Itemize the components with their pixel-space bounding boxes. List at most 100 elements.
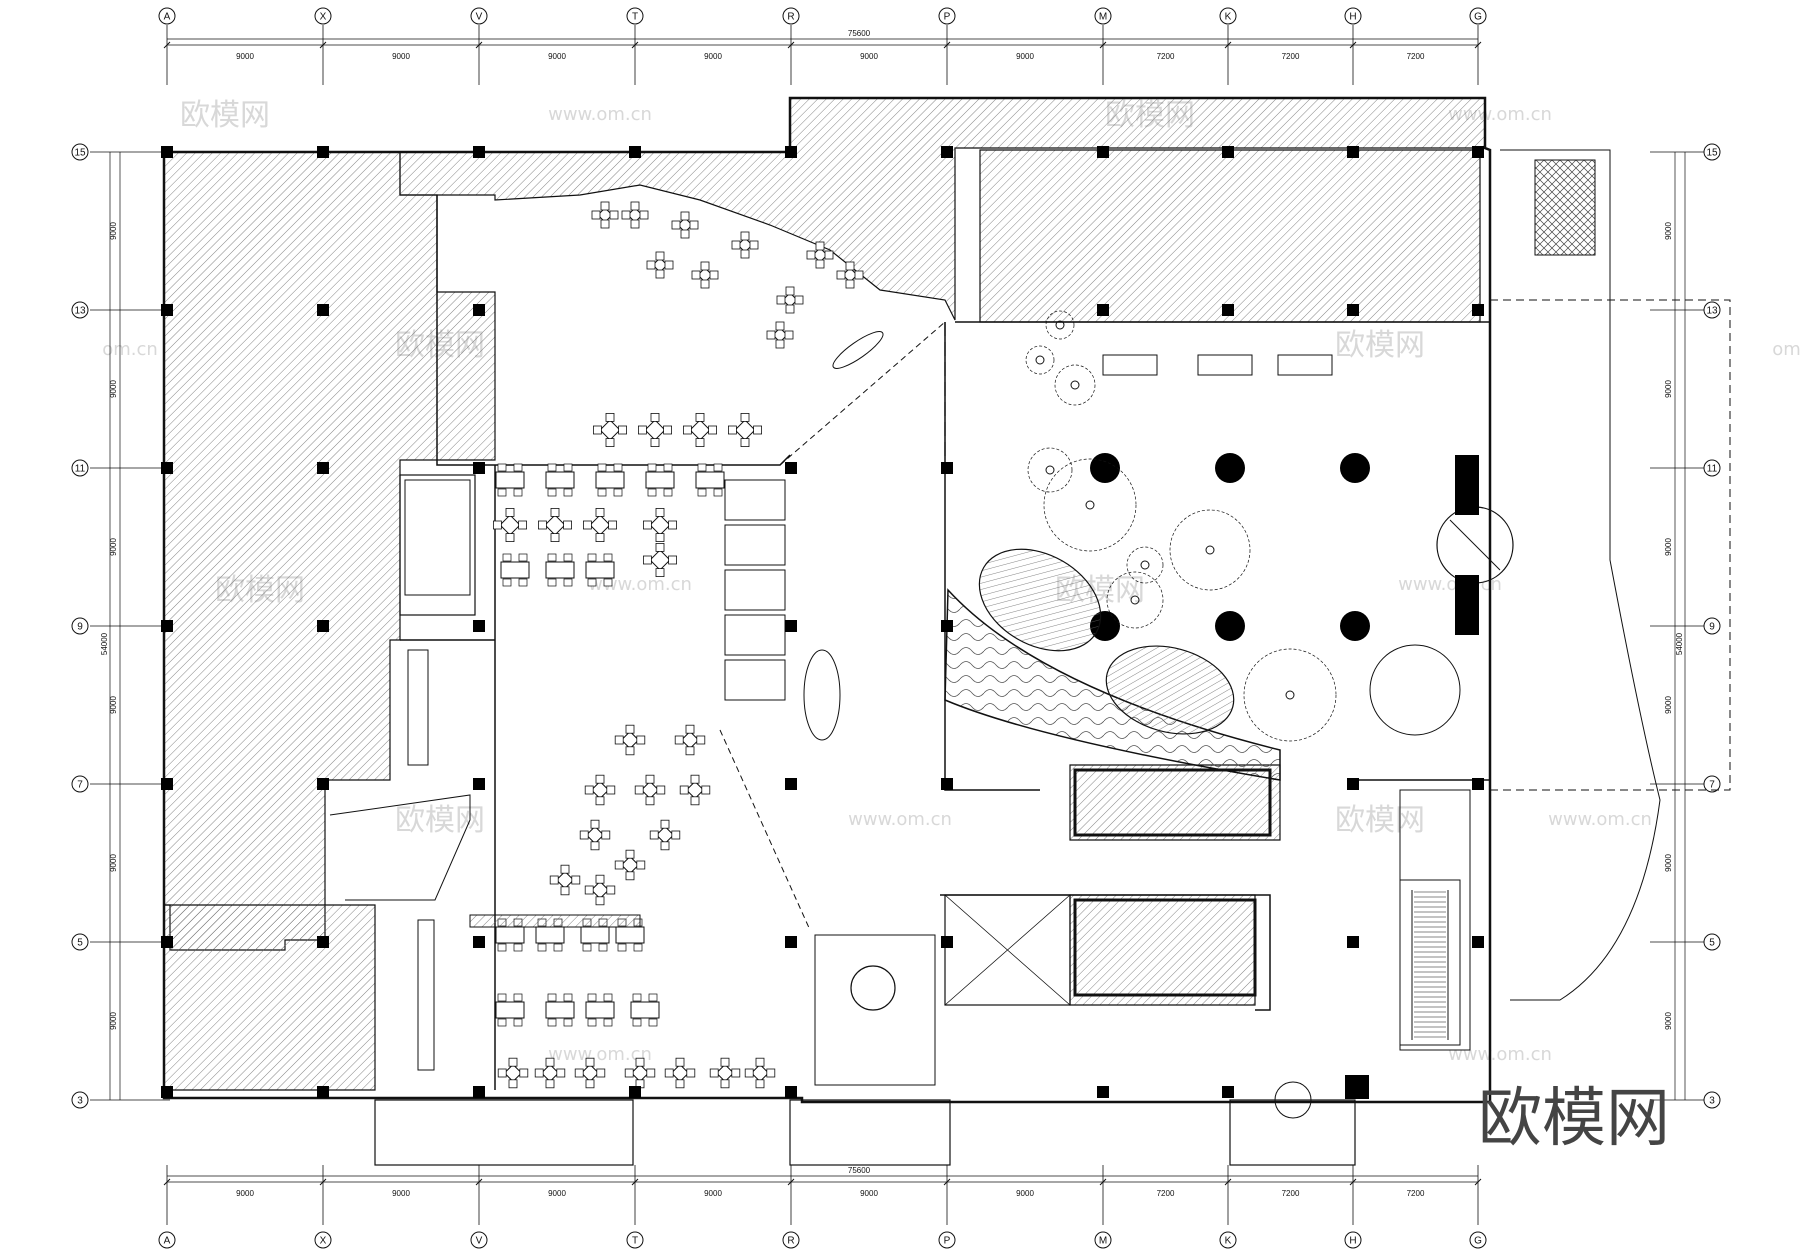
grid-label-G-bottom: G [1474, 1236, 1482, 1247]
dim-tick [1224, 1178, 1232, 1186]
chair [600, 201, 610, 211]
chair [587, 578, 597, 587]
structural-columns [161, 146, 1484, 1099]
chair [648, 1018, 658, 1027]
grid-bubble-K-bottom [1219, 1231, 1237, 1249]
chair [794, 295, 804, 305]
chair [605, 412, 615, 422]
revolving-door-leaf [1449, 519, 1501, 571]
round-column [1340, 611, 1370, 641]
chair [744, 1068, 754, 1078]
column [1347, 146, 1359, 158]
grid-bubble-9-left [71, 617, 89, 635]
dining-table [590, 880, 610, 900]
chair [643, 555, 652, 565]
rect-table [495, 471, 525, 489]
chair [614, 735, 624, 745]
dim-tick [475, 41, 483, 49]
grid-label-11-right: 11 [1707, 464, 1718, 475]
dining-table [750, 1063, 770, 1083]
chair [584, 885, 594, 895]
chair [663, 488, 673, 497]
dim-row-1-0: 9000 [1664, 222, 1673, 240]
rect-table [595, 471, 625, 489]
entrance-door [1274, 1081, 1312, 1119]
chair [584, 785, 594, 795]
dim-tick [943, 41, 951, 49]
grid-bubble-R-top [782, 7, 800, 25]
grid-bubble-3-right [1703, 1091, 1721, 1109]
dining-table [734, 419, 756, 441]
chair [606, 885, 616, 895]
chair [595, 896, 605, 906]
dim-col-0-4: 9000 [860, 52, 878, 61]
chair [593, 425, 602, 435]
chair [513, 943, 523, 952]
chair [563, 578, 573, 587]
ceiling-light-ring [1025, 345, 1055, 375]
rect-table [545, 561, 575, 579]
chair [713, 463, 723, 472]
grid-bubble-H-bottom [1344, 1231, 1362, 1249]
chair [700, 279, 710, 289]
dim-tick [1474, 41, 1482, 49]
chair [680, 229, 690, 239]
watermark-cn: 欧模网 [180, 98, 270, 133]
grid-label-X-bottom: X [320, 1236, 327, 1247]
dim-row-0-4: 9000 [109, 854, 118, 872]
chair [603, 578, 613, 587]
chair [655, 251, 665, 261]
dim-col-0-6: 7200 [1157, 52, 1175, 61]
chair [595, 796, 605, 806]
chair [585, 1079, 595, 1089]
chair [563, 1018, 573, 1027]
grid-bubble-T-top [626, 7, 644, 25]
chair [648, 993, 658, 1002]
dim-tick [163, 41, 171, 49]
chair [547, 578, 557, 587]
booth [724, 524, 786, 566]
chair [538, 520, 547, 530]
chair [650, 412, 660, 422]
watermark-cn: 欧模网 [1335, 803, 1425, 838]
dim-col-0-0: 9000 [236, 52, 254, 61]
column [1347, 936, 1359, 948]
column [161, 778, 173, 790]
grid-label-A-top: A [164, 12, 171, 23]
chair [550, 533, 560, 542]
chair [603, 993, 613, 1002]
chair [663, 463, 673, 472]
dim-col-0-3: 9000 [704, 52, 722, 61]
chair [664, 1068, 674, 1078]
grid-bubble-11-left [71, 459, 89, 477]
dim-col-1-8: 7200 [1407, 1189, 1425, 1198]
round-column [1215, 611, 1245, 641]
chair [598, 943, 608, 952]
chair [708, 425, 717, 435]
chair [518, 553, 528, 562]
dim-tick [319, 41, 327, 49]
interior-walls [399, 195, 1490, 1090]
ceiling-light-ring [1126, 546, 1164, 584]
chair [505, 533, 515, 542]
chair [776, 295, 786, 305]
grid-bubble-P-top [938, 7, 956, 25]
column [1472, 146, 1484, 158]
grid-label-G-top: G [1474, 12, 1482, 23]
chair [655, 269, 665, 279]
chair [645, 774, 655, 784]
chair [660, 819, 670, 829]
ceiling-light [1045, 465, 1055, 475]
chair [587, 1018, 597, 1027]
dining-table [649, 549, 671, 571]
chair [785, 304, 795, 314]
dining-table [640, 780, 660, 800]
grid-bubble-M-top [1094, 7, 1112, 25]
dim-row-0-3: 9000 [109, 696, 118, 714]
ceiling-light-ring [1106, 571, 1164, 629]
grid-label-V-top: V [476, 12, 483, 23]
dim-tick [1474, 1178, 1482, 1186]
dim-tick [475, 1178, 483, 1186]
chair [679, 785, 689, 795]
